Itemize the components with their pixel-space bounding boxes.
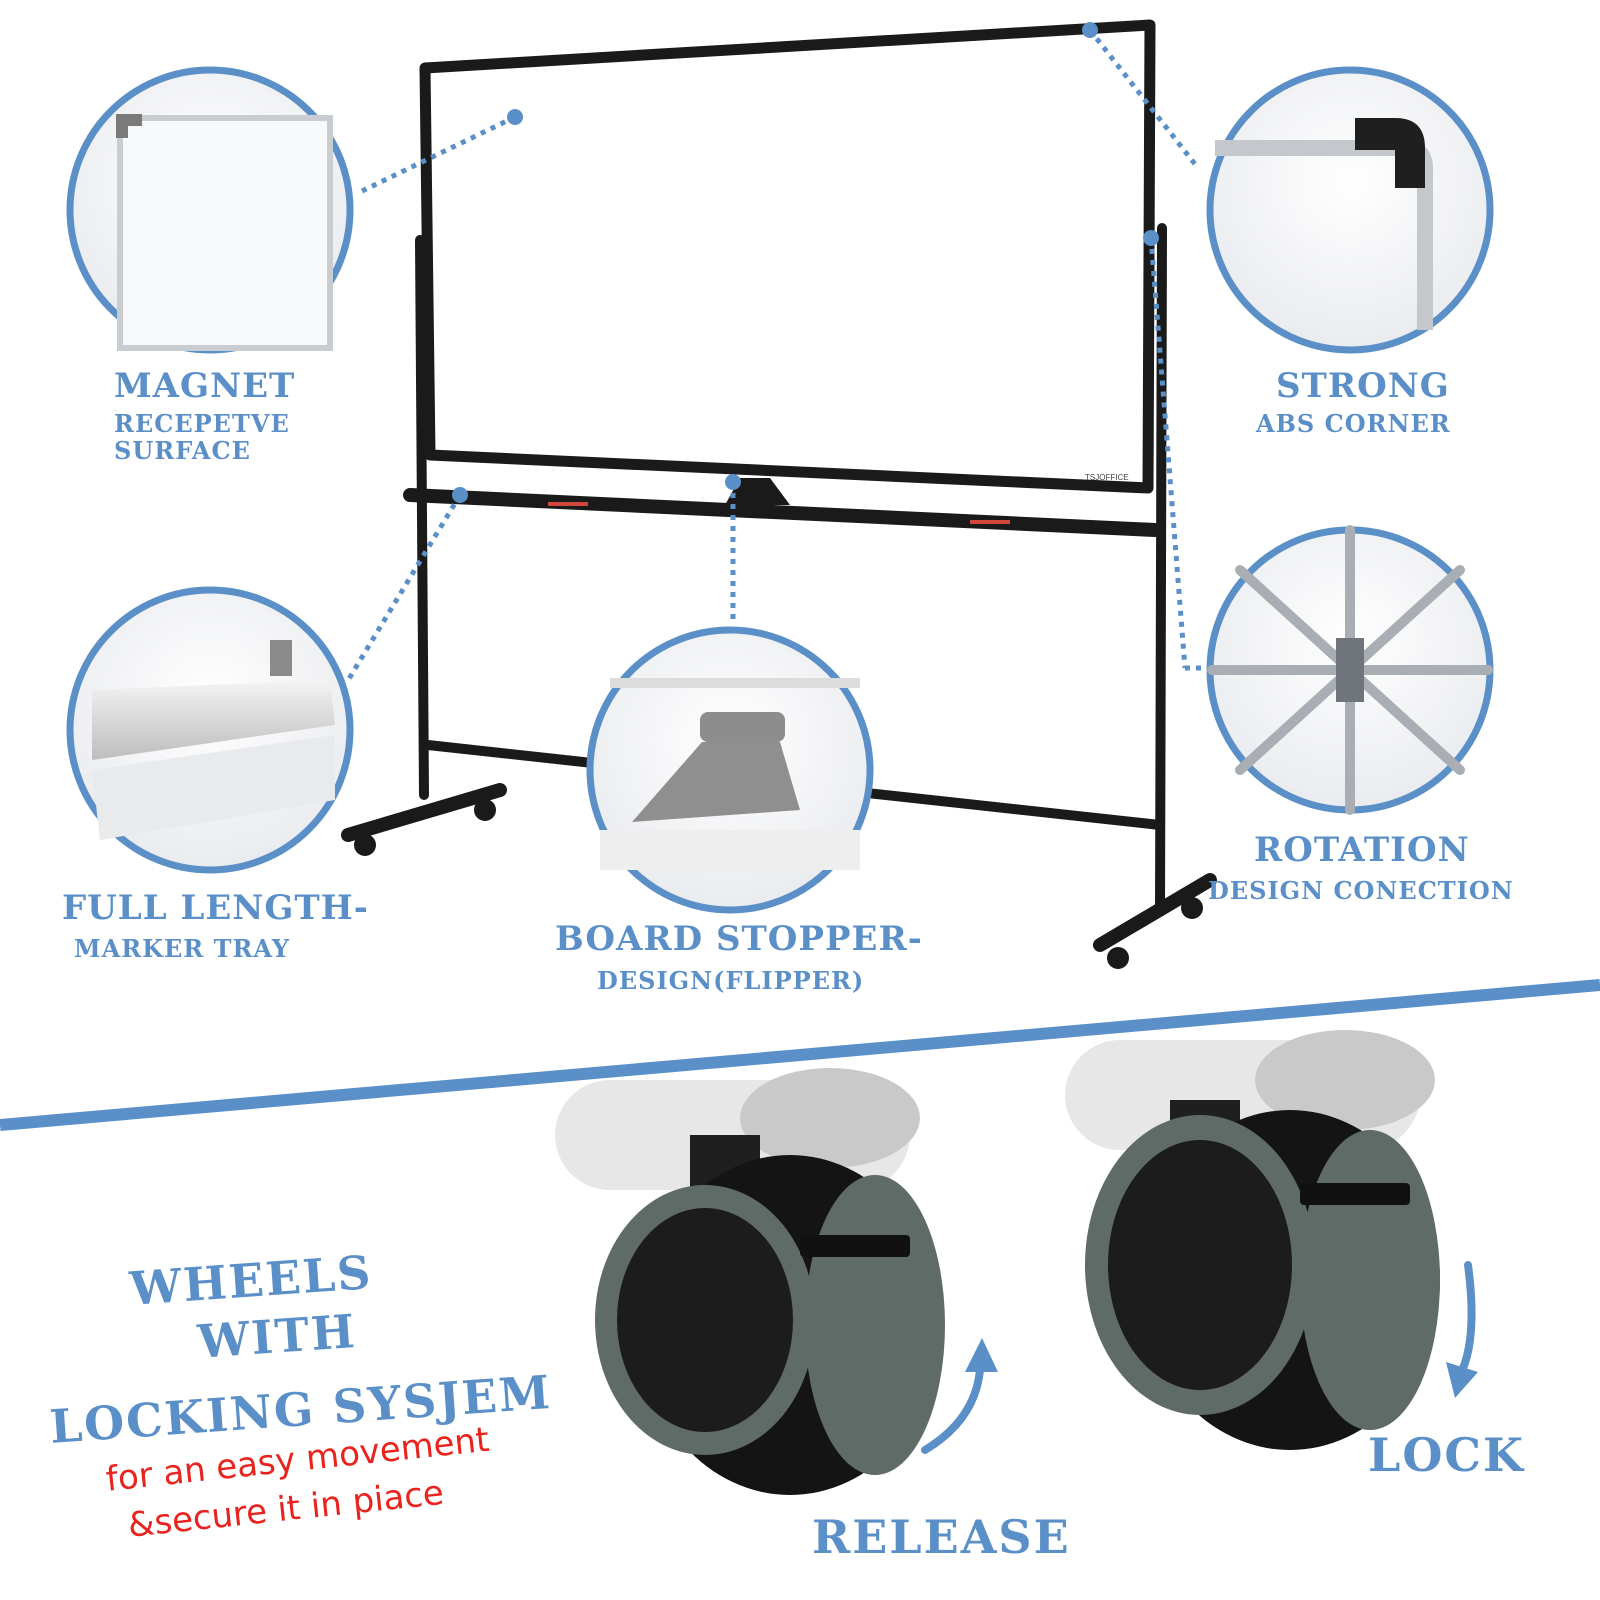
- rotation-title: ROTATION: [1254, 830, 1470, 870]
- right-upright: [1155, 223, 1167, 915]
- tray-title: FULL LENGTH-: [62, 888, 369, 928]
- release-label: RELEASE: [812, 1510, 1071, 1564]
- corner-title: STRONG: [1276, 366, 1450, 406]
- detail-abs-corner: [1206, 66, 1494, 354]
- release-arrowhead: [965, 1338, 998, 1372]
- release-arrow: [921, 1366, 984, 1454]
- magnet-line2: SURFACE: [114, 436, 251, 465]
- wheel-release: [555, 1068, 945, 1495]
- whiteboard-stand: [341, 223, 1217, 952]
- leader-lines: [344, 28, 1207, 684]
- left-foot: [341, 783, 507, 842]
- tray-accent-left: [548, 502, 588, 506]
- magnet-line1: RECEPETVE: [114, 409, 290, 438]
- rotation-arrows: [921, 1261, 1478, 1454]
- wheels-heading-2: WITH: [196, 1303, 359, 1369]
- lock-label: LOCK: [1368, 1428, 1526, 1482]
- tray-line1: MARKER TRAY: [74, 934, 290, 963]
- tray-bar: [403, 488, 1162, 537]
- detail-marker-tray: [66, 586, 354, 874]
- section-divider: [0, 979, 1600, 1131]
- tray-accent-right: [970, 520, 1010, 524]
- right-foot: [1093, 873, 1217, 952]
- detail-board-stopper: [586, 626, 874, 914]
- whiteboard-surface: [419, 19, 1156, 494]
- wheel-lock: [1065, 1030, 1440, 1450]
- lock-arrowhead: [1446, 1362, 1478, 1398]
- detail-rotation-connection: [1206, 525, 1494, 815]
- magnet-title: MAGNET: [114, 366, 296, 406]
- left-upright: [415, 235, 429, 800]
- stand-casters: [354, 799, 1203, 969]
- corner-line1: ABS CORNER: [1256, 409, 1451, 438]
- board-stopper: [725, 478, 790, 505]
- lock-arrow: [1456, 1261, 1476, 1379]
- stopper-line1: DESIGN(FLIPPER): [597, 966, 865, 995]
- detail-magnet-surface: [66, 66, 354, 354]
- rotation-line1: DESIGN CONECTION: [1208, 876, 1514, 905]
- leader-anchor-dots: [452, 22, 1159, 503]
- stopper-title: BOARD STOPPER-: [555, 919, 923, 959]
- board-brand: TSJOFFICE: [1085, 473, 1129, 482]
